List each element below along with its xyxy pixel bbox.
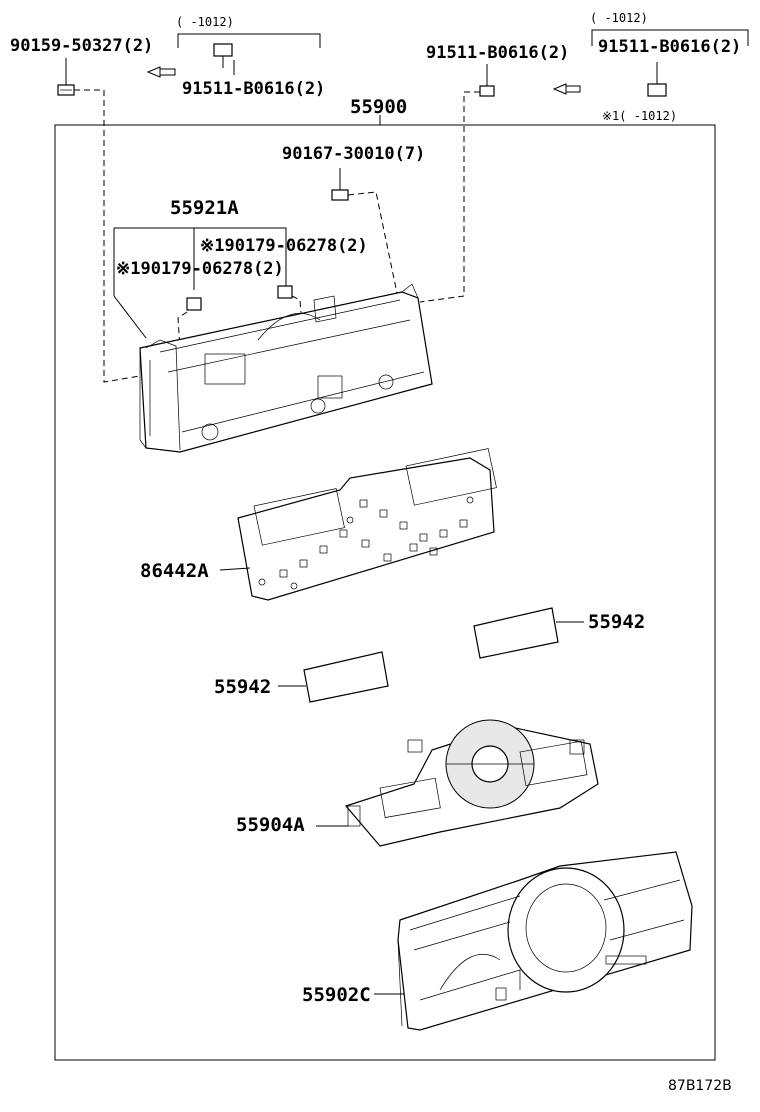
note-top-right: ( -1012) [590, 11, 648, 25]
bolt-left-icon [57, 58, 75, 96]
bracket-leader [113, 227, 287, 339]
control-label: 55904A [236, 814, 305, 836]
bolt-right-mid-label: 91511-B0616(2) [426, 43, 569, 63]
plate-left-shape [303, 651, 389, 703]
screw-center-icon [331, 168, 349, 201]
bolt-right-mid-guide [419, 91, 480, 303]
bolt-right-boxed-label: 91511-B0616(2) [598, 37, 741, 57]
front-panel [397, 851, 693, 1031]
plate-right-label: 55942 [588, 611, 645, 633]
screw-center-guide [347, 191, 399, 299]
control-unit [344, 719, 599, 847]
bolt-top-mid-icon [213, 43, 235, 75]
nut-left-label: ※190179-06278(2) [116, 259, 284, 279]
note-top-left: ( -1012) [176, 15, 234, 29]
assembly-frame [54, 124, 716, 1061]
nut-right-guide [291, 295, 303, 329]
nut-right-label: ※190179-06278(2) [200, 236, 368, 256]
bolt-left-label: 90159-50327(2) [10, 36, 153, 56]
screw-center-label: 90167-30010(7) [282, 144, 425, 164]
nut-right-icon [277, 285, 293, 299]
board-leader [219, 567, 251, 571]
arrow-right-side-icon [552, 83, 581, 95]
nut-left-icon [186, 297, 202, 311]
bracket-top-left [177, 33, 321, 48]
assembly-label: 55900 [350, 96, 407, 118]
bracket-top-right [591, 29, 749, 46]
note-box: ※1( -1012) [602, 109, 677, 123]
bracket-body [139, 283, 433, 453]
bolt-right-mid-icon [479, 64, 495, 97]
panel-label: 55902C [302, 984, 371, 1006]
board-label: 86442A [140, 560, 209, 582]
bolt-left-guide [103, 90, 141, 383]
plate-right-shape [473, 607, 559, 659]
plate-left-label: 55942 [214, 676, 271, 698]
arrow-left-icon [146, 66, 176, 78]
bolt-top-mid-label: 91511-B0616(2) [182, 79, 325, 99]
bolt-right-boxed-icon [647, 62, 667, 97]
figure-code: 87B172B [668, 1078, 732, 1094]
circuit-board [237, 448, 497, 601]
bracket-label: 55921A [170, 197, 239, 219]
